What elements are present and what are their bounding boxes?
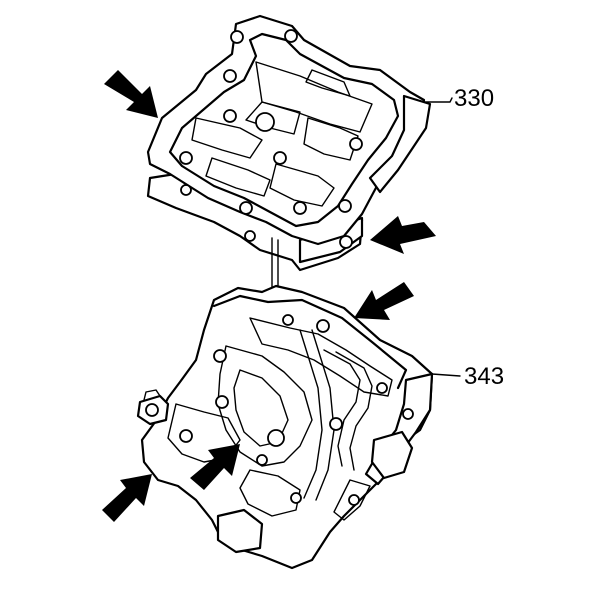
arrow-upper-right (370, 216, 436, 254)
arrow-lower-top-right (354, 282, 414, 320)
callout-343: 343 (464, 363, 504, 390)
arrow-upper-left (104, 70, 158, 118)
arrow-lower-center (190, 444, 240, 490)
lower-valve-body-343 (136, 284, 434, 570)
arrow-lower-left (102, 474, 152, 522)
leader-lines (423, 97, 461, 377)
callout-330: 330 (454, 85, 494, 112)
side-fitting (136, 389, 170, 426)
